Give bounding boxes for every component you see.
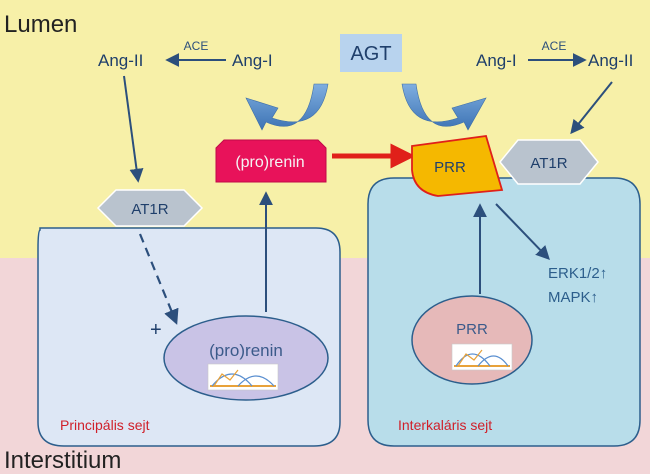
nucleus-principal bbox=[163, 315, 329, 401]
prorenin-lumen-box bbox=[215, 139, 327, 183]
prr-membrane-shape bbox=[411, 135, 504, 197]
arrow-angii-to-at1r-left bbox=[123, 75, 144, 183]
prorenin-cell-label: (pro)renin bbox=[209, 341, 283, 360]
nucleus-intercalated bbox=[411, 295, 533, 385]
curve-arrow-right bbox=[401, 83, 487, 131]
at1r-left-label: AT1R bbox=[131, 201, 168, 218]
ace-right-label: ACE bbox=[542, 39, 567, 53]
prr-cell-label: PRR bbox=[456, 321, 488, 338]
erk-label: ERK1/2↑ bbox=[548, 265, 607, 282]
dashed-arrow-at1r-to-nucleus bbox=[138, 233, 179, 325]
arrow-angii-to-at1r-right bbox=[570, 81, 613, 135]
prorenin-lumen-label: (pro)renin bbox=[235, 154, 304, 171]
region-label-lumen: Lumen bbox=[4, 11, 77, 38]
ang-ii-left-label: Ang-II bbox=[98, 51, 143, 70]
arrow-prr-to-erk bbox=[495, 203, 550, 261]
gene-icon-right bbox=[451, 343, 513, 371]
intercalated-cell-label: Interkaláris sejt bbox=[398, 417, 492, 433]
ace-left-label: ACE bbox=[184, 39, 209, 53]
principal-cell-label: Principális sejt bbox=[60, 417, 150, 433]
agt-label: AGT bbox=[350, 43, 391, 65]
ang-ii-right-label: Ang-II bbox=[588, 51, 633, 70]
at1r-right-hexagon bbox=[499, 139, 599, 185]
at1r-right-label: AT1R bbox=[530, 155, 567, 172]
plus-sign: + bbox=[150, 319, 162, 341]
prr-membrane-label: PRR bbox=[434, 159, 466, 176]
agt-box bbox=[340, 34, 402, 72]
region-label-interstitium: Interstitium bbox=[4, 447, 121, 474]
ang-i-right-label: Ang-I bbox=[476, 51, 517, 70]
mapk-label: MAPK↑ bbox=[548, 289, 598, 306]
curve-arrow-left bbox=[245, 83, 329, 131]
at1r-left-hexagon bbox=[96, 189, 204, 227]
gene-icon-left bbox=[207, 363, 279, 391]
ang-i-left-label: Ang-I bbox=[232, 51, 273, 70]
